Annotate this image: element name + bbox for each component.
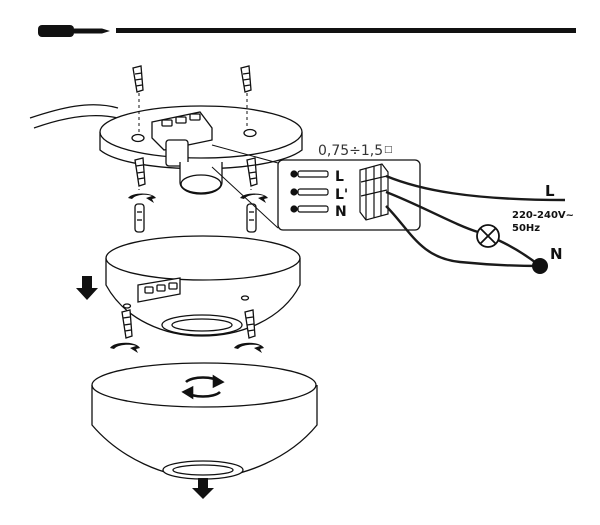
screw-left — [134, 157, 146, 187]
rotate-icon — [181, 374, 225, 400]
screwdriver-icon — [38, 25, 110, 37]
rotate-icon — [128, 193, 268, 203]
wall-anchor-left — [134, 203, 145, 233]
terminal-wires — [290, 170, 329, 213]
wall-plug-right — [240, 65, 252, 93]
wire-gauge-unit: □ — [384, 145, 393, 155]
sensor-housing — [105, 235, 301, 337]
supply-cable — [29, 104, 119, 129]
wall-plug-left — [132, 65, 144, 93]
neutral-node — [532, 258, 548, 274]
terminal-label-l-prime: L' — [335, 187, 348, 203]
lamp-icon — [476, 224, 500, 248]
cover-housing — [91, 362, 318, 480]
screw-right — [246, 157, 258, 187]
mounting-base — [99, 105, 303, 195]
fixing-screw-left — [121, 309, 133, 339]
rotate-icon — [110, 342, 264, 353]
circuit-wires — [385, 174, 566, 268]
mains-live-label: L — [545, 182, 555, 200]
mains-frequency-label: 50Hz — [512, 223, 540, 234]
mains-voltage-label: 220-240V~ — [512, 210, 574, 221]
wire-gauge-label: 0,75÷1,5 — [318, 143, 383, 159]
terminal-clamp — [359, 163, 389, 221]
terminal-label-n: N — [335, 204, 347, 220]
arrow-down-icon — [76, 276, 98, 300]
fixing-screw-right — [244, 309, 256, 339]
arrow-down-icon — [192, 478, 214, 499]
terminal-label-l: L — [335, 169, 344, 185]
header-rule — [116, 28, 576, 33]
mains-neutral-label: N — [550, 245, 563, 263]
wall-anchor-right — [246, 203, 257, 233]
